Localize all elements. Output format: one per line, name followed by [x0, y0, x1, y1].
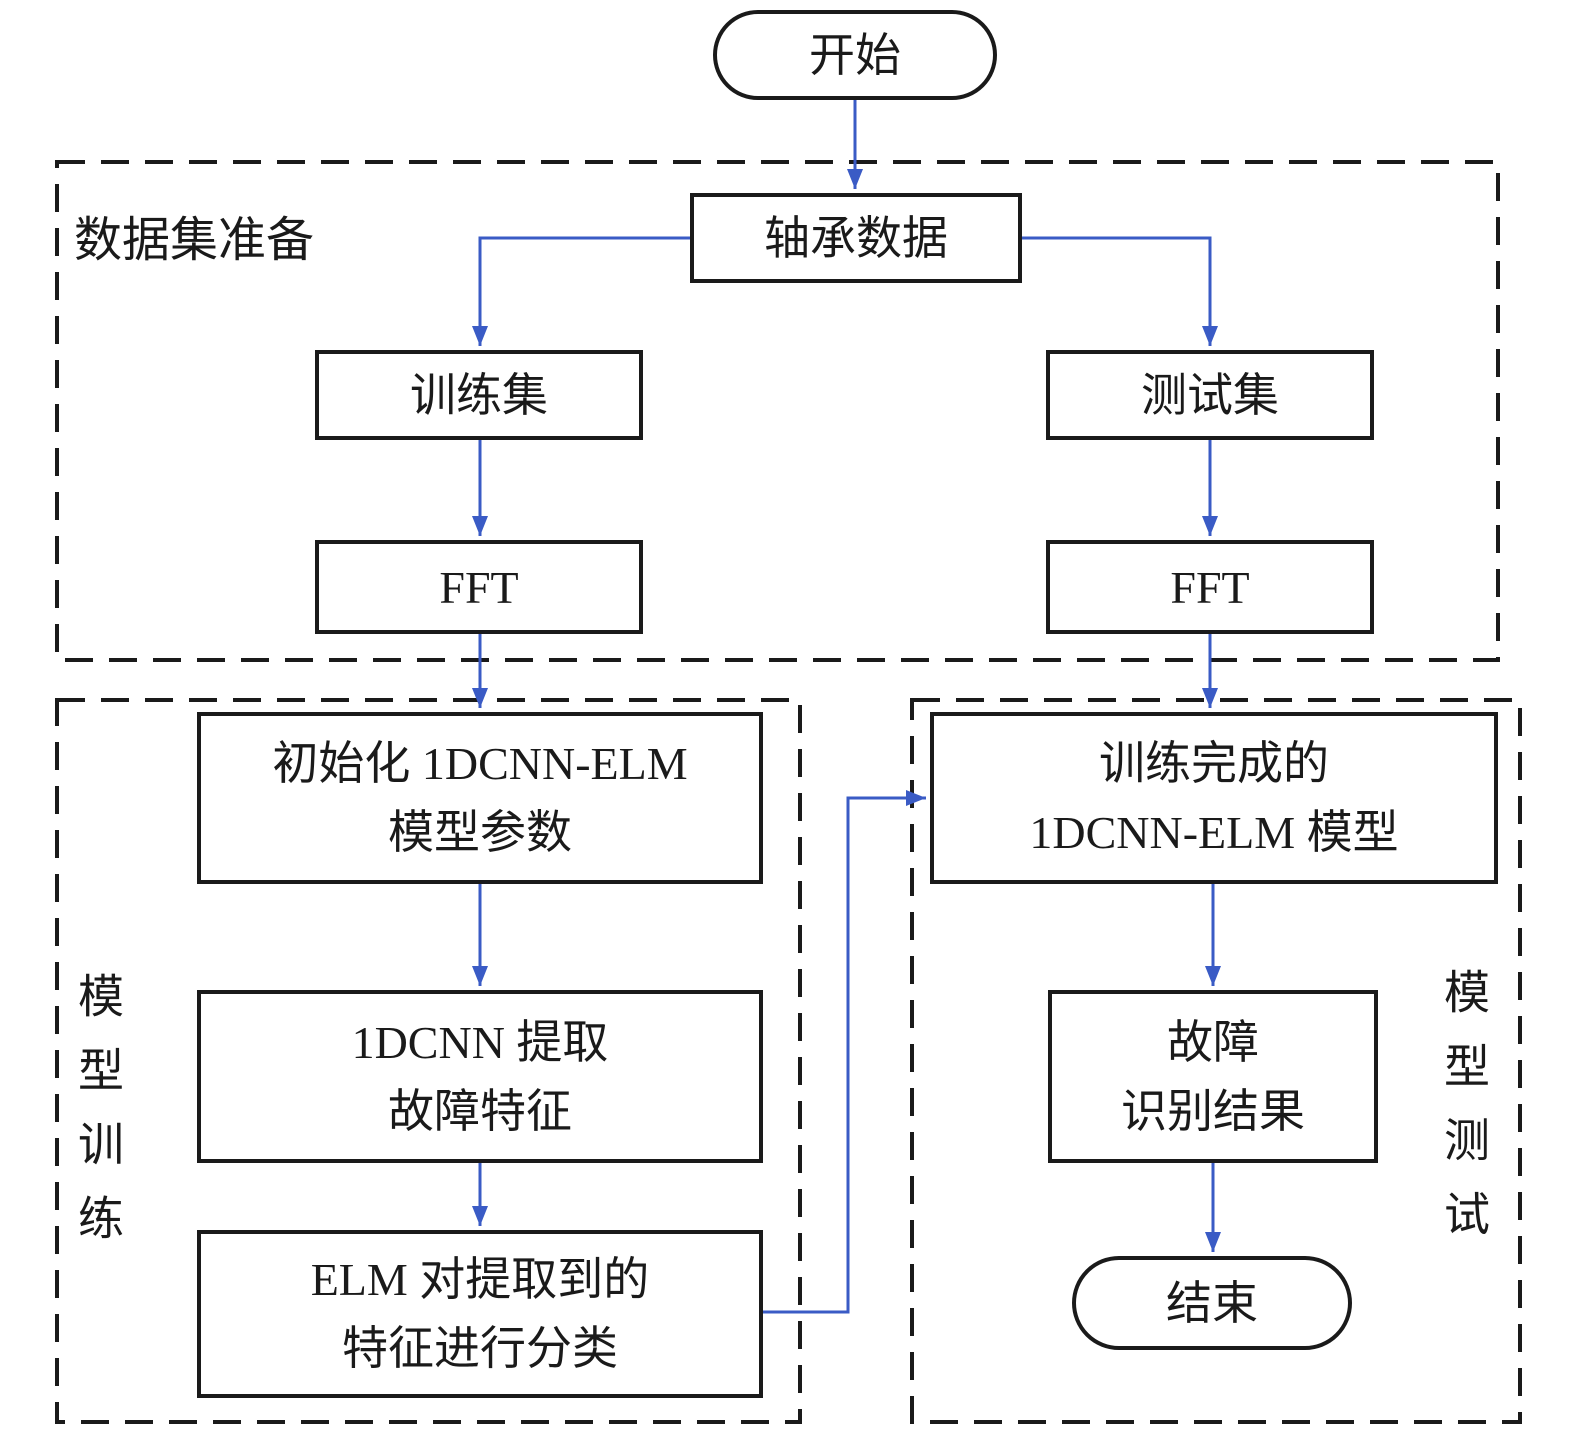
- start-node: 开始: [713, 10, 997, 100]
- model-training-label: 模型训练: [72, 972, 123, 1268]
- fault-result-node: 故障 识别结果: [1048, 990, 1378, 1163]
- init-model-line1: 初始化 1DCNN-ELM: [272, 738, 688, 789]
- arrow-bearing-to-training: [472, 236, 690, 346]
- fft-train-node: FFT: [315, 540, 643, 634]
- bearing-data-label: 轴承数据: [764, 212, 948, 264]
- dataset-prep-frame: [55, 160, 1500, 662]
- elm-classify-line1: ELM 对提取到的: [310, 1254, 650, 1305]
- trained-model-line2: 1DCNN-ELM 模型: [1029, 807, 1399, 858]
- bearing-data-node: 轴承数据: [690, 193, 1022, 283]
- test-set-node: 测试集: [1046, 350, 1374, 440]
- test-set-label: 测试集: [1141, 369, 1279, 421]
- trained-model-line1: 训练完成的: [1099, 738, 1329, 789]
- arrow-elm-to-trained-model: [763, 790, 926, 1314]
- elm-classify-line2: 特征进行分类: [342, 1323, 618, 1374]
- elm-classify-node: ELM 对提取到的 特征进行分类: [197, 1230, 763, 1398]
- fft-test-node: FFT: [1046, 540, 1374, 634]
- fft-test-label: FFT: [1170, 561, 1250, 613]
- init-model-line2: 模型参数: [388, 807, 572, 858]
- training-set-node: 训练集: [315, 350, 643, 440]
- dataset-prep-label: 数据集准备: [74, 214, 315, 267]
- cnn-extract-line2: 故障特征: [388, 1085, 572, 1137]
- cnn-extract-line1: 1DCNN 提取: [351, 1016, 609, 1068]
- trained-model-node: 训练完成的 1DCNN-ELM 模型: [930, 712, 1498, 884]
- training-set-label: 训练集: [410, 369, 548, 421]
- arrow-bearing-to-test: [1022, 236, 1218, 346]
- model-testing-label: 模型测试: [1438, 968, 1489, 1264]
- end-node: 结束: [1072, 1256, 1352, 1350]
- fft-train-label: FFT: [439, 561, 519, 613]
- fault-result-line1: 故障: [1167, 1016, 1259, 1068]
- model-testing-frame: [910, 698, 1522, 1424]
- fault-result-line2: 识别结果: [1121, 1085, 1305, 1137]
- model-training-frame: [55, 698, 802, 1424]
- init-model-node: 初始化 1DCNN-ELM 模型参数: [197, 712, 763, 884]
- cnn-extract-node: 1DCNN 提取 故障特征: [197, 990, 763, 1163]
- end-label: 结束: [1166, 1277, 1258, 1329]
- start-label: 开始: [809, 29, 901, 81]
